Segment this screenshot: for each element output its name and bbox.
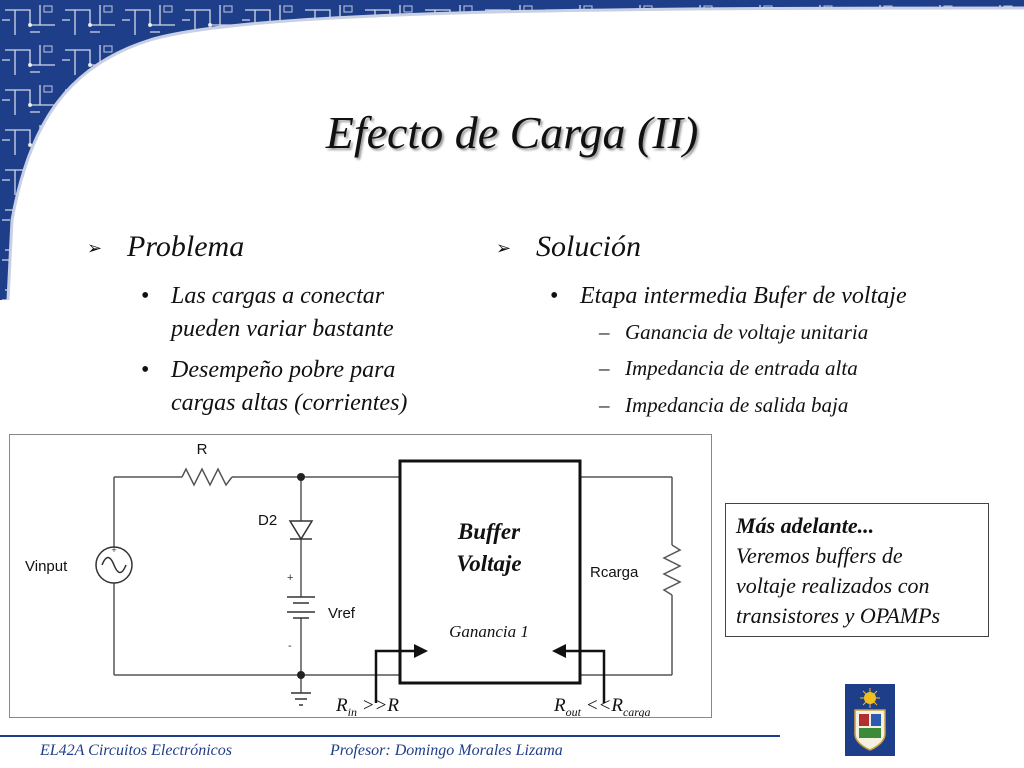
footer-professor: Profesor: Domingo Morales Lizama bbox=[330, 742, 563, 759]
header-banner bbox=[0, 0, 1024, 300]
arrow-bullet-icon: ➢ bbox=[87, 238, 103, 258]
problem-item-2: • Desempeño pobre para cargas altas (cor… bbox=[141, 354, 407, 420]
note-box: Más adelante... Veremos buffers de volta… bbox=[725, 503, 989, 637]
problem-heading-text: Problema bbox=[127, 230, 245, 263]
solution-subitem-1: – Ganancia de voltaje unitaria bbox=[599, 320, 869, 344]
vinput-plus-label: + bbox=[111, 545, 116, 555]
footer-rule bbox=[0, 735, 780, 737]
solution-item: • Etapa intermedia Bufer de voltaje bbox=[550, 280, 907, 313]
buffer-label-line2: Voltaje bbox=[456, 551, 521, 576]
arrow-bullet-icon: ➢ bbox=[496, 238, 512, 258]
buffer-label-line1: Buffer bbox=[457, 519, 521, 544]
problem-heading: ➢ Problema bbox=[87, 230, 245, 264]
rout-label: Rout <<Rcarga bbox=[553, 695, 651, 718]
solution-subitem-3: – Impedancia de salida baja bbox=[599, 393, 849, 417]
gain-label: Ganancia 1 bbox=[449, 622, 529, 641]
dash-bullet-icon: – bbox=[599, 320, 610, 344]
vref-minus-label: - bbox=[288, 640, 292, 652]
dash-bullet-icon: – bbox=[599, 356, 610, 380]
note-title: Más adelante... bbox=[736, 513, 875, 538]
dash-bullet-icon: – bbox=[599, 393, 610, 417]
solution-subitem-2: – Impedancia de entrada alta bbox=[599, 356, 858, 380]
dot-bullet-icon: • bbox=[141, 283, 150, 309]
vref-label: Vref bbox=[328, 605, 356, 622]
rin-label: Rin >>R bbox=[335, 695, 399, 718]
resistor-r-label: R bbox=[197, 441, 208, 458]
solution-heading: ➢ Solución bbox=[496, 230, 641, 264]
solution-heading-text: Solución bbox=[536, 230, 641, 263]
vinput-label: Vinput bbox=[25, 558, 68, 575]
dot-bullet-icon: • bbox=[550, 283, 559, 309]
diode-d2-label: D2 bbox=[258, 512, 277, 529]
dot-bullet-icon: • bbox=[141, 357, 150, 383]
university-crest-icon bbox=[845, 684, 895, 756]
rcarga-label: Rcarga bbox=[590, 564, 639, 581]
footer-course: EL42A Circuitos Electrónicos bbox=[40, 742, 232, 759]
vref-plus-label: + bbox=[287, 572, 293, 584]
circuit-diagram: R D2 Vinput + + - Vref Rcarga Buffer Vol… bbox=[9, 434, 712, 718]
slide-title: Efecto de Carga (II) bbox=[325, 107, 699, 158]
problem-item-1: • Las cargas a conectar pueden variar ba… bbox=[141, 280, 394, 346]
